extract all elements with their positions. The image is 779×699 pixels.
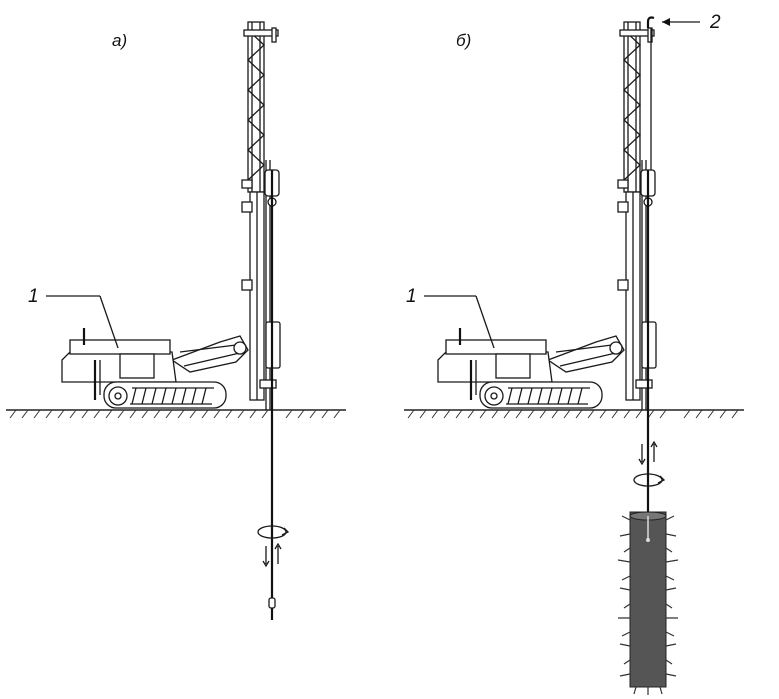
up-down-arrows-icon xyxy=(262,542,282,568)
panel-label-a: а) xyxy=(112,31,127,50)
ground-line-a xyxy=(5,409,347,419)
supply-hose xyxy=(646,16,655,28)
up-down-arrows-icon-b xyxy=(638,440,658,466)
callout-arrow-icon xyxy=(662,18,670,26)
drilling-rig-b xyxy=(436,20,658,412)
rotation-arrow-icon xyxy=(257,525,290,539)
panel-label-b: б) xyxy=(456,31,471,50)
panel-a: 1 а) xyxy=(5,20,347,620)
callout-label-2: 2 xyxy=(709,12,721,33)
callout-label-1b: 1 xyxy=(406,286,417,307)
panel-b: 1 2 б) xyxy=(403,12,745,695)
soil-cement-column xyxy=(617,511,679,695)
drilling-rig-a xyxy=(60,20,282,412)
ground-line-b xyxy=(403,409,745,419)
rotation-arrow-icon-b xyxy=(633,473,666,487)
drill-bit xyxy=(268,597,276,609)
callout-label-1a: 1 xyxy=(28,286,39,307)
